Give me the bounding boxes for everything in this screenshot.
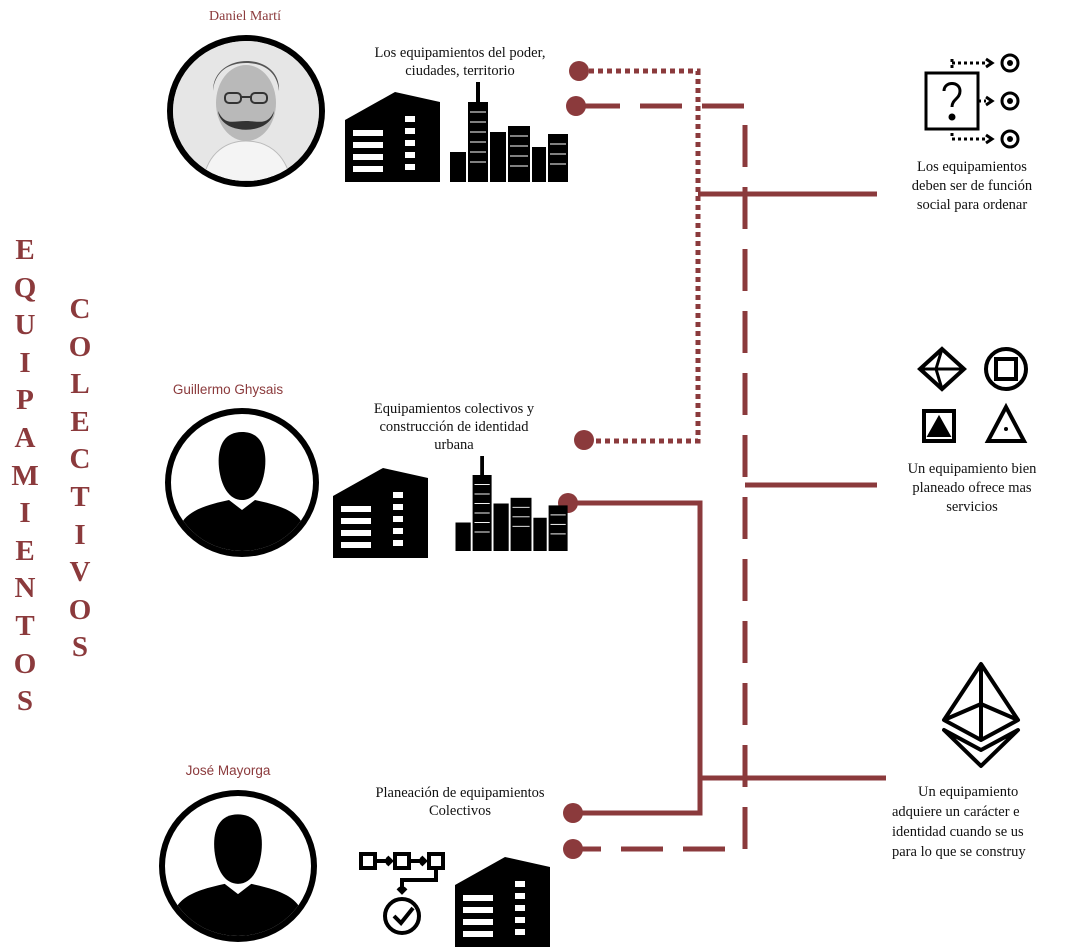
question-flow-icon bbox=[924, 53, 1020, 149]
dashed-connector bbox=[578, 103, 748, 852]
avatar-silhouette bbox=[165, 408, 319, 557]
node-dot bbox=[563, 803, 583, 823]
node-dot bbox=[574, 430, 594, 450]
office-building-icon bbox=[333, 468, 428, 558]
solid-connector bbox=[568, 500, 703, 816]
topic-marti: Los equipamientos del poder, ciudades, t… bbox=[374, 45, 546, 79]
ethereum-diamond-icon bbox=[942, 662, 1020, 768]
person-name-mayorga: José Mayorga bbox=[185, 763, 271, 778]
conclusion-2: Un equipamiento bien planeado ofrece mas… bbox=[907, 461, 1037, 515]
person-name-ghysais: Guillermo Ghysais bbox=[172, 382, 284, 397]
node-dot bbox=[569, 61, 589, 81]
topic-mayorga: Planeación de equipamientos Colectivos bbox=[375, 785, 545, 819]
conclusion-3: Un equipamiento adquiere un carácter e i… bbox=[892, 784, 1026, 860]
dotted-connector bbox=[580, 68, 701, 444]
office-building-icon bbox=[345, 92, 440, 182]
topic-ghysais: Equipamientos colectivos y construcción … bbox=[373, 401, 535, 453]
workflow-process-icon bbox=[359, 852, 445, 935]
avatar-silhouette bbox=[159, 790, 317, 942]
office-building-icon bbox=[455, 857, 550, 947]
conclusion-1: Los equipamientos deben ser de función s… bbox=[911, 159, 1033, 213]
geometric-shapes-icon bbox=[917, 346, 1028, 443]
node-dot bbox=[566, 96, 586, 116]
avatar-photo bbox=[167, 35, 325, 187]
person-name-marti: Daniel Martí bbox=[209, 9, 281, 24]
node-dot bbox=[563, 839, 583, 859]
city-skyline-icon bbox=[455, 456, 568, 551]
city-skyline-icon bbox=[450, 82, 568, 182]
